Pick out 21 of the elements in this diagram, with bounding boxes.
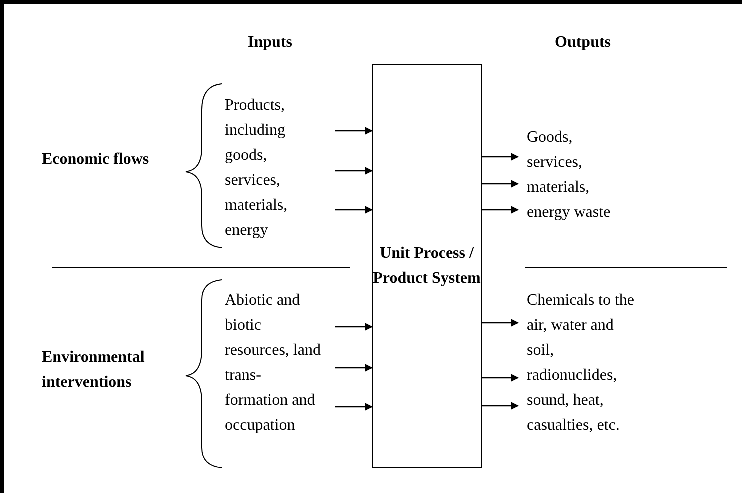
arrow — [482, 319, 519, 327]
arrow — [482, 153, 519, 161]
arrow — [335, 167, 373, 175]
output-text: Chemicals to the air, water and soil, radionuclides, sound, heat, casualties, etc. — [527, 288, 639, 438]
row-heading: Environmental interventions — [42, 348, 146, 393]
arrow — [335, 323, 373, 331]
input-text: Products, including goods, services, materials, energy — [225, 93, 325, 243]
row-heading: Economic flows — [42, 150, 150, 170]
arrow — [482, 180, 519, 188]
arrow — [482, 206, 519, 214]
arrow — [482, 402, 519, 410]
arrow — [335, 364, 373, 372]
arrow — [335, 206, 373, 214]
column-heading: Inputs — [248, 33, 292, 53]
output-text: Goods, services, materials, energy waste — [527, 125, 617, 225]
arrow — [335, 403, 373, 411]
arrow — [482, 374, 519, 382]
input-text: Abiotic and biotic resources, land trans- formation and occupation — [225, 288, 325, 438]
arrow — [335, 127, 373, 135]
process-box: Unit Process / Product System — [372, 64, 482, 468]
column-heading: Outputs — [555, 33, 612, 53]
